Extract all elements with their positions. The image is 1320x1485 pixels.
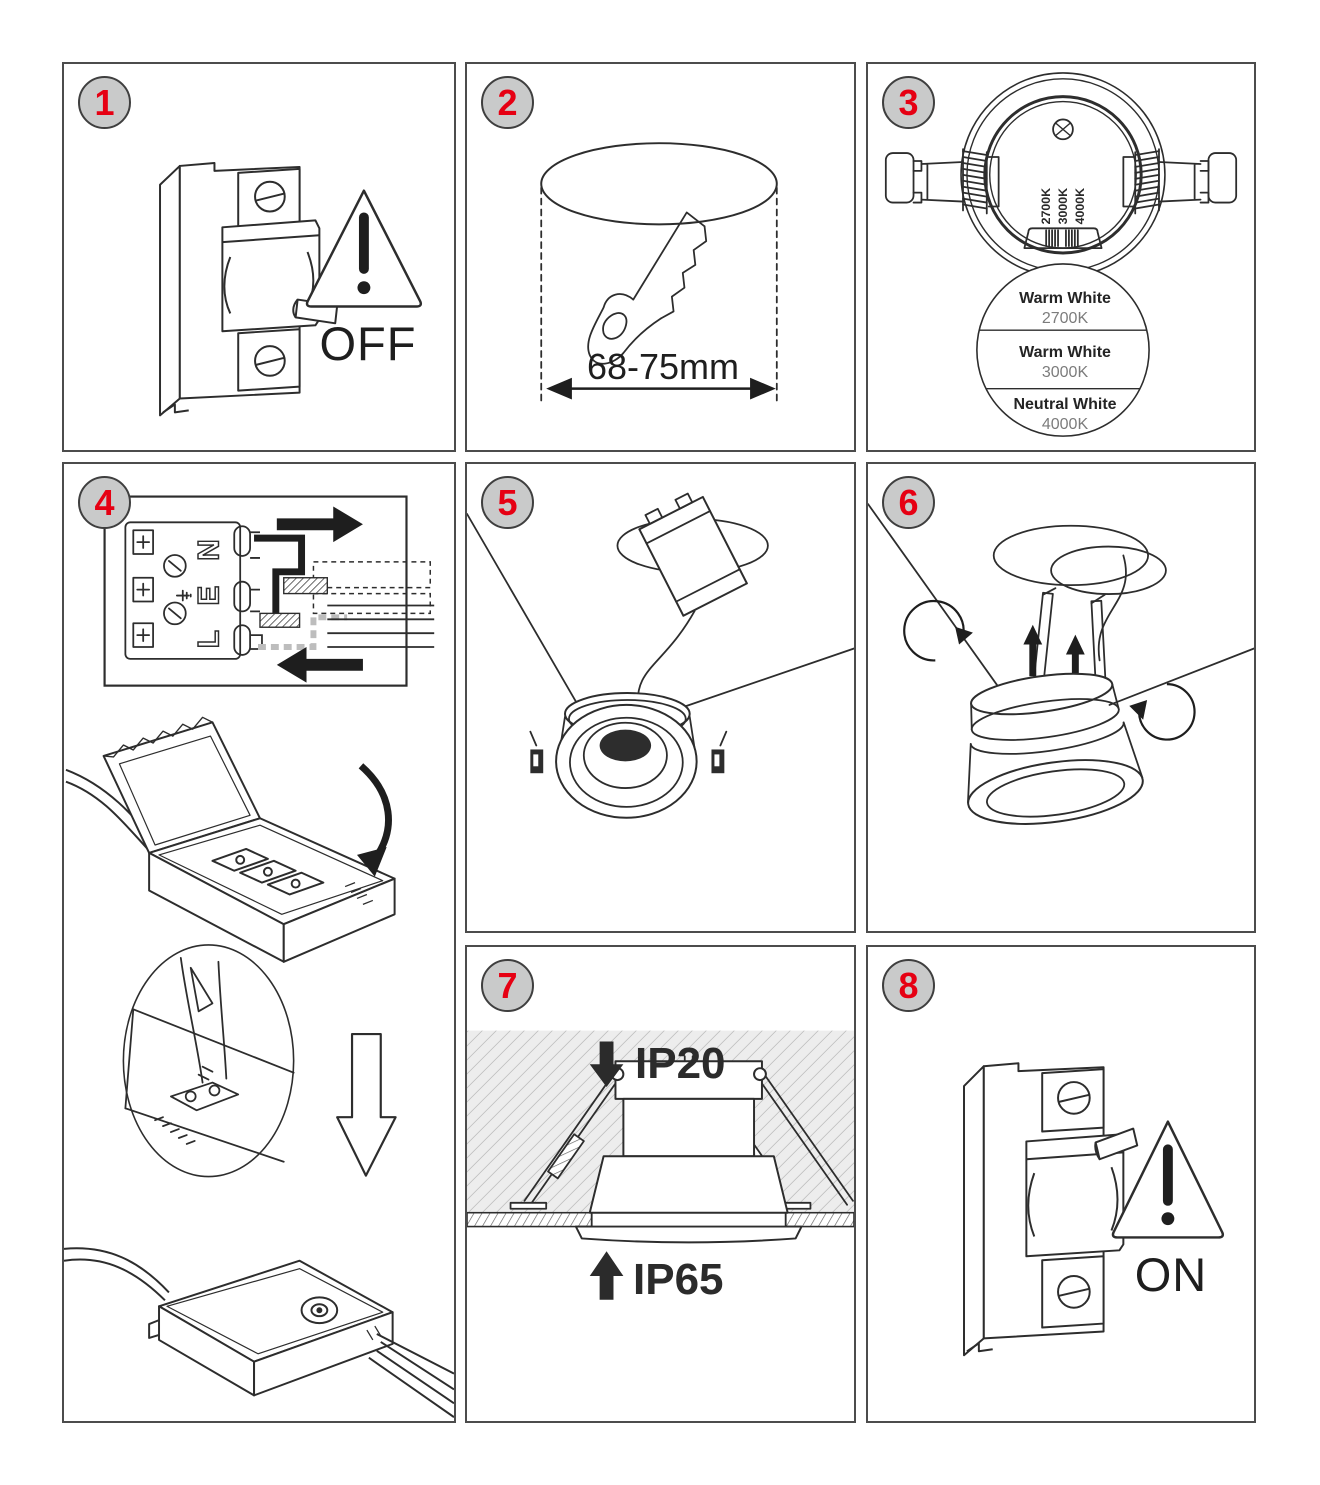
fixture-cross-section — [509, 1055, 854, 1244]
ip65-label: IP65 — [633, 1255, 724, 1304]
wire — [1097, 554, 1127, 662]
wire-insertion-diagram — [250, 506, 435, 683]
ceiling-hole-ellipses — [992, 524, 1167, 595]
fixture-back-illustration: 2700K 3000K 4000K — [884, 72, 1238, 437]
insert-direction-arrow — [276, 506, 363, 543]
step-1-panel: 1 — [62, 62, 456, 452]
circuit-breaker-drawing — [963, 1062, 1139, 1357]
step-number: 5 — [497, 481, 518, 523]
warning-triangle-icon — [1111, 1120, 1225, 1239]
circuit-breaker-drawing — [159, 161, 339, 417]
step-number-badge: 1 — [78, 76, 131, 129]
ceiling-board — [467, 1211, 854, 1228]
lens — [599, 729, 652, 762]
step-number-badge: 4 — [78, 476, 131, 529]
wiring-illustration: N E L — [64, 495, 454, 1418]
terminal-label-l: L — [192, 630, 225, 648]
circuit-breaker-off-illustration — [159, 161, 423, 417]
terminal-label-n: N — [192, 539, 225, 560]
push-up-arrows — [1023, 624, 1085, 687]
earth-symbol-icon — [175, 589, 192, 602]
pull-direction-arrow — [276, 647, 363, 683]
saw-tool-icon — [587, 211, 708, 365]
fixture-back-rings — [960, 72, 1166, 278]
close-lid-arrow — [356, 763, 392, 877]
ip20-label: IP20 — [635, 1039, 726, 1088]
ceiling-hole-ellipse — [540, 142, 778, 226]
leader-lines — [868, 503, 1254, 706]
spring-clip-left — [884, 148, 1000, 215]
step-5-panel: 5 — [465, 462, 856, 933]
step-4-panel: 4 N — [62, 462, 456, 1423]
legend-2-name: Warm White — [1019, 344, 1111, 361]
terminal-label-e: E — [192, 586, 225, 606]
step-2-panel: 2 68-75mm — [465, 62, 856, 452]
legend-1-temp: 2700K — [1041, 310, 1089, 327]
step-8-panel: 8 — [866, 945, 1256, 1423]
junction-box-closed-drawing — [64, 1247, 454, 1418]
step-number: 6 — [898, 481, 919, 523]
fixture-body-drawing — [967, 672, 1144, 825]
step-number: 7 — [497, 964, 518, 1006]
step-number-badge: 7 — [481, 959, 534, 1012]
switch-label-2700k: 2700K — [1039, 188, 1053, 224]
ip-rating-illustration — [467, 1030, 854, 1300]
insert-fixture-illustration — [868, 503, 1254, 825]
step-3-panel: 3 — [866, 62, 1256, 452]
cct-switch-labels: 2700K 3000K 4000K — [1039, 188, 1087, 224]
cut-hole-illustration — [540, 142, 778, 405]
warning-triangle-icon — [305, 189, 423, 308]
cct-switch — [1023, 227, 1103, 249]
power-on-label: ON — [1134, 1248, 1208, 1301]
press-down-arrow — [336, 1032, 397, 1177]
rotate-arrows — [903, 599, 1196, 741]
junction-box-open-drawing — [65, 716, 396, 963]
connect-driver-illustration — [467, 492, 854, 819]
step-number-badge: 8 — [882, 959, 935, 1012]
legend-3-name: Neutral White — [1013, 396, 1117, 413]
down-arrow-icon — [589, 1041, 624, 1088]
step-6-panel: 6 — [866, 462, 1256, 933]
step-7-panel: 7 — [465, 945, 856, 1423]
up-arrow-icon — [589, 1251, 624, 1300]
legend-3-temp: 4000K — [1041, 416, 1089, 433]
spring-clip-right — [1122, 148, 1238, 215]
step-number: 3 — [898, 81, 919, 123]
step-number-badge: 6 — [882, 476, 935, 529]
wire-detail-magnifier — [122, 944, 295, 1178]
legend-1-name: Warm White — [1019, 290, 1111, 307]
downlight-drawing — [529, 692, 728, 819]
terminal-block-drawing: N E L — [124, 521, 251, 660]
step-number-badge: 2 — [481, 76, 534, 129]
power-off-label: OFF — [319, 317, 417, 370]
leader-lines — [467, 513, 854, 709]
switch-label-4000k: 4000K — [1073, 188, 1087, 224]
step-number-badge: 3 — [882, 76, 935, 129]
hole-extent-dashed-lines — [540, 186, 778, 405]
dimension-arrow — [546, 377, 776, 400]
terminal-labels: N E L — [192, 539, 226, 649]
step-number-badge: 5 — [481, 476, 534, 529]
mounting-clips — [529, 730, 728, 774]
switch-label-3000k: 3000K — [1056, 188, 1070, 224]
screw-icon — [1052, 118, 1074, 141]
hole-dimension-label: 68-75mm — [586, 346, 740, 387]
step-number: 8 — [898, 964, 919, 1006]
step-number: 2 — [497, 81, 518, 123]
step-number: 1 — [94, 81, 115, 123]
connector-detail-frame — [103, 495, 408, 687]
legend-2-temp: 3000K — [1041, 364, 1089, 381]
circuit-breaker-on-illustration — [963, 1062, 1225, 1357]
driver-box-drawing — [638, 492, 748, 617]
step-number: 4 — [94, 481, 115, 523]
cct-legend-magnifier — [976, 263, 1150, 437]
